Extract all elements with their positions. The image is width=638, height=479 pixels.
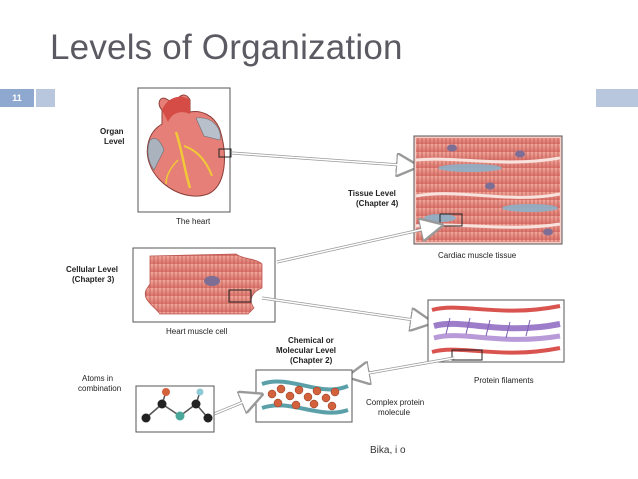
cardiac-tissue-panel: Cardiac muscle tissue bbox=[413, 135, 563, 260]
heart-cell-caption: Heart muscle cell bbox=[166, 327, 228, 336]
molecule-caption-2: molecule bbox=[378, 408, 411, 417]
cellular-level-label-2: (Chapter 3) bbox=[72, 275, 115, 284]
cellular-level-label-1: Cellular Level bbox=[66, 265, 118, 274]
tissue-caption: Cardiac muscle tissue bbox=[438, 251, 517, 260]
header-rule-left bbox=[36, 89, 55, 107]
tissue-level-label-1: Tissue Level bbox=[348, 189, 396, 198]
chemical-level-label-1: Chemical or bbox=[288, 336, 334, 345]
organ-level-label-2: Level bbox=[104, 137, 124, 146]
chemical-level-label-2: Molecular Level bbox=[276, 346, 336, 355]
protein-caption: Protein filaments bbox=[474, 376, 534, 385]
chemical-level-label-3: (Chapter 2) bbox=[290, 356, 333, 365]
header-rule-right bbox=[596, 89, 638, 107]
atoms-panel bbox=[135, 385, 215, 433]
heart-cell-panel: Heart muscle cell bbox=[132, 247, 276, 336]
protein-molecule-panel: Complex protein molecule bbox=[255, 369, 424, 423]
organ-level-label-1: Organ bbox=[100, 127, 124, 136]
heart-caption: The heart bbox=[176, 217, 211, 226]
atoms-label-2: combination bbox=[78, 384, 121, 393]
slide-number: 11 bbox=[0, 89, 34, 107]
tissue-level-label-2: (Chapter 4) bbox=[356, 199, 399, 208]
footer-text: Bika, i o bbox=[370, 445, 406, 456]
heart-panel: The heart bbox=[137, 87, 232, 226]
atoms-label-1: Atoms in bbox=[82, 374, 113, 383]
molecule-caption-1: Complex protein bbox=[366, 398, 424, 407]
slide-title: Levels of Organization bbox=[50, 28, 403, 67]
protein-filaments-panel: Protein filaments bbox=[427, 299, 565, 385]
